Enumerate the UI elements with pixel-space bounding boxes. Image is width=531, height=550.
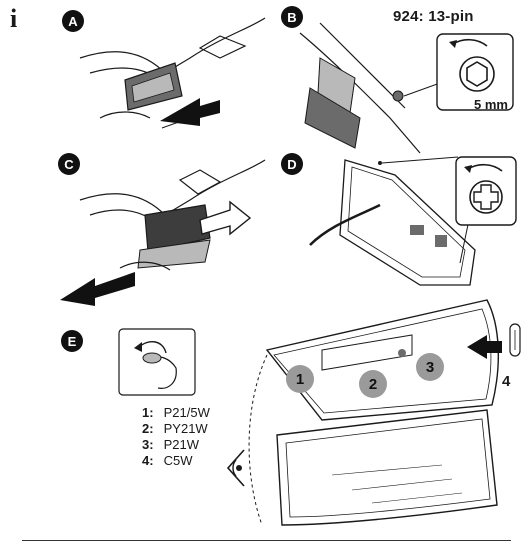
step-badge-e: E	[61, 330, 83, 352]
legend-row: 3: P21W	[142, 437, 200, 452]
step-badge-a: A	[62, 10, 84, 32]
bulb-marker-1: 1	[286, 365, 314, 393]
step-a-illustration	[79, 17, 266, 129]
bulb-marker-2: 2	[359, 370, 387, 398]
eye-icon	[226, 449, 245, 487]
step-badge-c: C	[58, 153, 80, 175]
step-badge-d: D	[281, 153, 303, 175]
step-badge-b: B	[281, 6, 303, 28]
lamp-housing-illustration	[248, 299, 502, 526]
side-bulb-icon	[509, 323, 521, 357]
bulb-legend: 1: P21/5W 2: PY21W 3: P21W 4: C5W	[142, 405, 210, 469]
step-c-illustration	[60, 159, 266, 306]
legend-row: 4: C5W	[142, 453, 193, 468]
step-d-illustration	[309, 156, 476, 286]
info-icon: i	[10, 4, 18, 33]
footer-divider	[22, 540, 511, 541]
page-title: 924: 13-pin	[393, 8, 474, 25]
cross-screw-icon	[455, 156, 517, 226]
step-b-illustration	[299, 22, 441, 154]
side-bulb-number: 4	[502, 373, 511, 390]
legend-row: 2: PY21W	[142, 421, 208, 436]
bulb-removal-inset	[118, 328, 196, 396]
hex-socket-icon	[436, 33, 514, 111]
bulb-marker-3: 3	[416, 353, 444, 381]
legend-row: 1: P21/5W	[142, 405, 210, 420]
wrench-size-label: 5 mm	[474, 97, 508, 112]
